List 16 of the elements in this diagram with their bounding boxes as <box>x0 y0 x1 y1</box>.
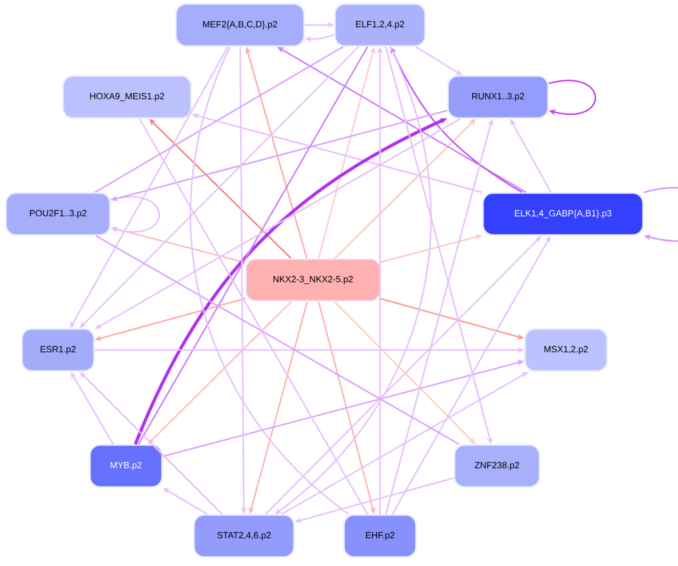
node-box: MSX1,2.p2 <box>524 328 608 372</box>
node-box: ELF1,2,4.p2 <box>334 3 426 47</box>
node-box: STAT2,4,6.p2 <box>193 514 295 558</box>
node-box: ELK1,4_GABP{A,B1}.p3 <box>482 192 644 236</box>
arrow <box>110 196 160 233</box>
node-box: POU2F1..3.p2 <box>5 192 111 236</box>
node-box: MEF2{A,B,C,D}.p2 <box>175 3 305 47</box>
node-box: MYB.p2 <box>89 444 163 488</box>
node-box: EHF.p2 <box>343 514 417 558</box>
node-box: HOXA9_MEIS1.p2 <box>62 75 192 119</box>
node-box: NKX2-3_NKX2-5.p2 <box>245 258 381 302</box>
node-box: ZNF238.p2 <box>454 444 540 488</box>
node-box: RUNX1..3.p2 <box>447 75 549 119</box>
arrow <box>548 80 596 116</box>
node-box: ESR1.p2 <box>21 328 95 372</box>
arrow <box>644 187 678 242</box>
